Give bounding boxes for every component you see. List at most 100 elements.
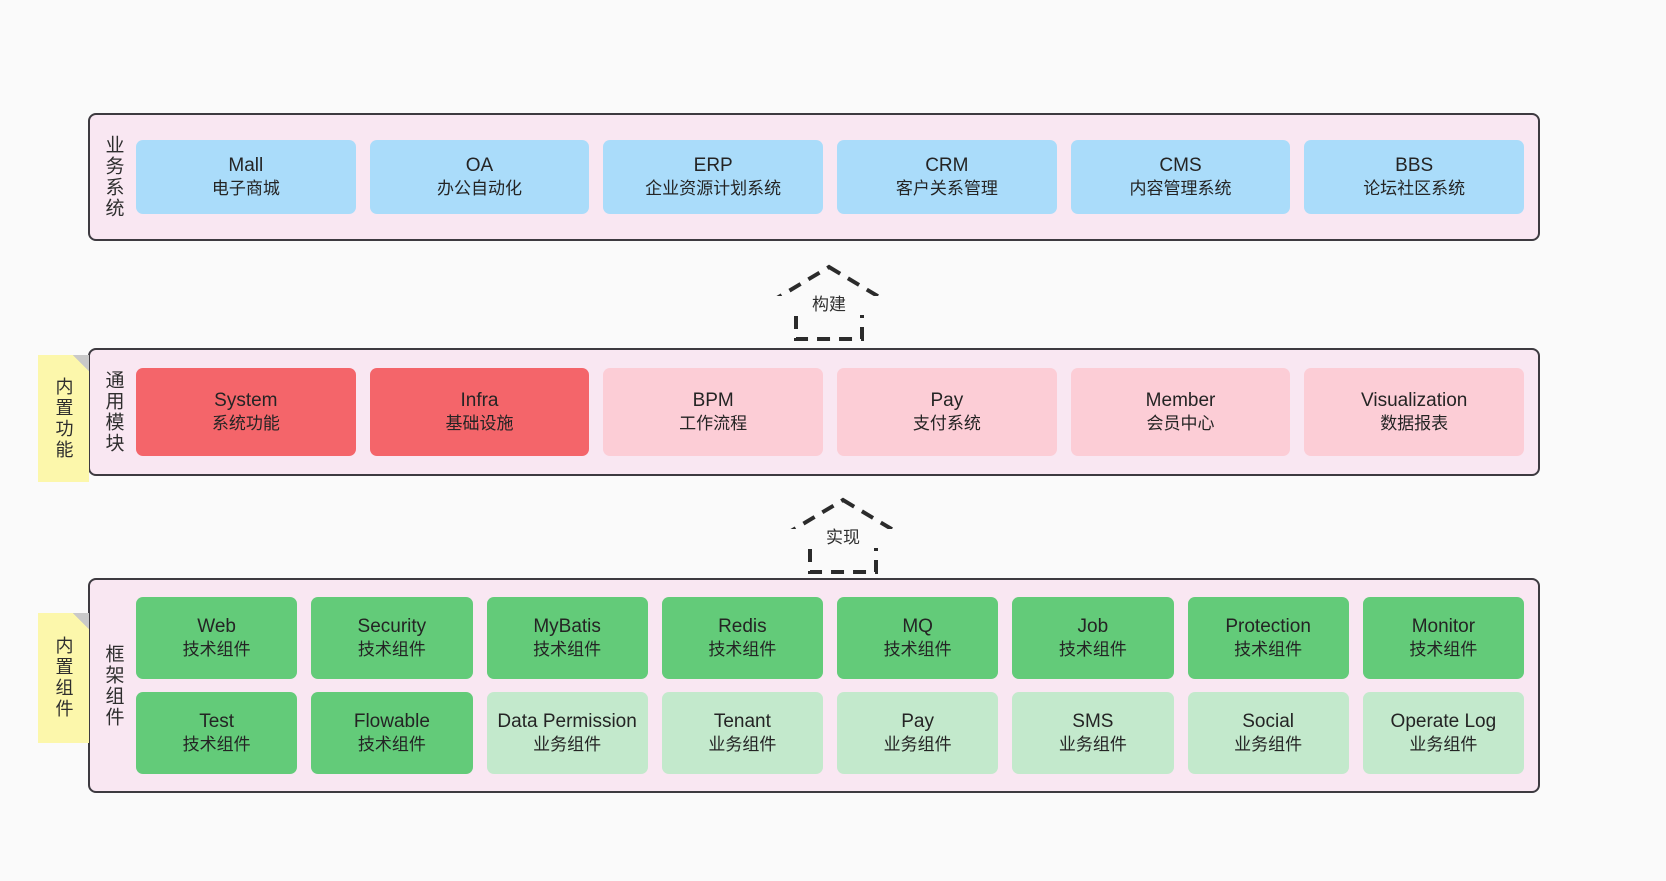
connector-build-arrow: 构建 xyxy=(754,263,904,341)
card-system[interactable]: System 系统功能 xyxy=(136,368,356,456)
card-title-en: Member xyxy=(1145,389,1216,411)
card-title-en: OA xyxy=(465,154,494,176)
card-title-cn: 技术组件 xyxy=(708,640,777,660)
sticky-note-builtin-functions: 内置功能 xyxy=(38,355,89,482)
card-title-en: CRM xyxy=(925,154,969,176)
card-title-cn: 支付系统 xyxy=(912,414,981,434)
card-tenant[interactable]: Tenant 业务组件 xyxy=(661,692,823,774)
card-bbs[interactable]: BBS 论坛社区系统 xyxy=(1304,140,1525,214)
card-test[interactable]: Test 技术组件 xyxy=(136,692,298,774)
card-pay-module[interactable]: Pay 支付系统 xyxy=(837,368,1057,456)
card-redis[interactable]: Redis 技术组件 xyxy=(661,597,823,679)
card-title-en: Social xyxy=(1242,710,1294,732)
card-title-en: Monitor xyxy=(1411,615,1476,637)
connector-build-label: 构建 xyxy=(758,296,900,315)
card-infra[interactable]: Infra 基础设施 xyxy=(369,368,590,456)
sticky-note-label: 内置组件 xyxy=(53,636,74,720)
card-mall[interactable]: Mall 电子商城 xyxy=(136,140,356,214)
framework-row-business: Test 技术组件 Flowable 技术组件 Data Permission … xyxy=(136,692,1524,774)
card-oa[interactable]: OA 办公自动化 xyxy=(369,140,590,214)
card-title-cn: 数据报表 xyxy=(1380,414,1449,434)
card-title-en: SMS xyxy=(1072,710,1114,732)
card-title-cn: 业务组件 xyxy=(533,735,602,755)
card-title-cn: 企业资源计划系统 xyxy=(645,179,782,199)
card-sms[interactable]: SMS 业务组件 xyxy=(1012,692,1174,774)
card-title-en: Security xyxy=(357,615,427,637)
layer-framework-components: 框架组件 Web 技术组件 Security 技术组件 MyBatis 技术组件… xyxy=(88,578,1540,793)
card-title-en: Test xyxy=(199,710,235,732)
card-pay-component[interactable]: Pay 业务组件 xyxy=(837,692,999,774)
card-mybatis[interactable]: MyBatis 技术组件 xyxy=(486,597,648,679)
card-job[interactable]: Job 技术组件 xyxy=(1012,597,1174,679)
card-title-cn: 业务组件 xyxy=(1058,735,1127,755)
card-title-cn: 技术组件 xyxy=(182,640,251,660)
card-social[interactable]: Social 业务组件 xyxy=(1187,692,1349,774)
card-flowable[interactable]: Flowable 技术组件 xyxy=(311,692,473,774)
layer-title-business: 业务系统 xyxy=(102,135,124,219)
card-title-en: CMS xyxy=(1159,154,1202,176)
card-title-en: MyBatis xyxy=(533,615,601,637)
card-title-en: Flowable xyxy=(353,710,430,732)
card-title-en: BBS xyxy=(1395,154,1434,176)
card-title-cn: 技术组件 xyxy=(357,735,426,755)
card-title-cn: 技术组件 xyxy=(883,640,952,660)
card-title-en: MQ xyxy=(902,615,933,637)
card-visualization[interactable]: Visualization 数据报表 xyxy=(1304,368,1525,456)
card-title-cn: 基础设施 xyxy=(445,414,514,434)
card-title-cn: 业务组件 xyxy=(1409,735,1478,755)
card-monitor[interactable]: Monitor 技术组件 xyxy=(1362,597,1524,679)
card-title-cn: 技术组件 xyxy=(1234,640,1303,660)
card-title-cn: 系统功能 xyxy=(211,414,280,434)
card-title-cn: 电子商城 xyxy=(211,179,280,199)
layer-business-systems: 业务系统 Mall 电子商城 OA 办公自动化 ERP 企业资源计划系统 CRM… xyxy=(88,113,1540,241)
card-title-en: Infra xyxy=(460,389,499,411)
card-title-en: System xyxy=(214,389,278,411)
card-data-permission[interactable]: Data Permission 业务组件 xyxy=(486,692,648,774)
card-title-cn: 办公自动化 xyxy=(437,179,522,199)
card-title-en: Pay xyxy=(901,710,934,732)
card-title-cn: 会员中心 xyxy=(1146,414,1215,434)
card-title-cn: 技术组件 xyxy=(533,640,602,660)
card-operate-log[interactable]: Operate Log 业务组件 xyxy=(1362,692,1524,774)
card-bpm[interactable]: BPM 工作流程 xyxy=(603,368,824,456)
card-title-en: Data Permission xyxy=(497,710,637,732)
card-protection[interactable]: Protection 技术组件 xyxy=(1187,597,1349,679)
card-mq[interactable]: MQ 技术组件 xyxy=(837,597,999,679)
card-title-en: ERP xyxy=(693,154,733,176)
card-title-en: Protection xyxy=(1225,615,1311,637)
sticky-note-label: 内置功能 xyxy=(53,376,74,461)
card-title-cn: 业务组件 xyxy=(1234,735,1303,755)
card-title-cn: 技术组件 xyxy=(1058,640,1127,660)
card-title-en: Web xyxy=(197,615,236,637)
connector-implement-arrow: 实现 xyxy=(768,496,918,574)
card-title-cn: 工作流程 xyxy=(679,414,748,434)
card-title-en: BPM xyxy=(692,389,734,411)
card-title-cn: 业务组件 xyxy=(883,735,952,755)
card-title-en: Job xyxy=(1077,615,1109,637)
card-title-cn: 客户关系管理 xyxy=(895,179,998,199)
layer-title-common: 通用模块 xyxy=(102,370,124,454)
layer-body-framework: Web 技术组件 Security 技术组件 MyBatis 技术组件 Redi… xyxy=(136,580,1538,791)
card-title-cn: 技术组件 xyxy=(182,735,251,755)
card-member[interactable]: Member 会员中心 xyxy=(1070,368,1291,456)
sticky-note-builtin-components: 内置组件 xyxy=(38,613,89,743)
card-title-cn: 内容管理系统 xyxy=(1129,179,1232,199)
layer-title-framework: 框架组件 xyxy=(102,643,124,728)
card-title-en: Mall xyxy=(228,154,264,176)
card-security[interactable]: Security 技术组件 xyxy=(311,597,473,679)
card-cms[interactable]: CMS 内容管理系统 xyxy=(1070,140,1291,214)
card-web[interactable]: Web 技术组件 xyxy=(136,597,298,679)
layer-body-common: System 系统功能 Infra 基础设施 BPM 工作流程 Pay 支付系统… xyxy=(136,350,1538,474)
card-title-en: Pay xyxy=(930,389,964,411)
layer-common-modules: 通用模块 System 系统功能 Infra 基础设施 BPM 工作流程 Pay… xyxy=(88,348,1540,476)
card-erp[interactable]: ERP 企业资源计划系统 xyxy=(603,140,824,214)
connector-implement-label: 实现 xyxy=(772,529,914,548)
card-title-cn: 技术组件 xyxy=(357,640,426,660)
card-title-cn: 业务组件 xyxy=(708,735,777,755)
card-title-en: Visualization xyxy=(1361,389,1468,411)
layer-body-business: Mall 电子商城 OA 办公自动化 ERP 企业资源计划系统 CRM 客户关系… xyxy=(136,115,1538,239)
framework-row-technical: Web 技术组件 Security 技术组件 MyBatis 技术组件 Redi… xyxy=(136,597,1524,679)
card-crm[interactable]: CRM 客户关系管理 xyxy=(837,140,1057,214)
card-title-en: Operate Log xyxy=(1390,710,1497,732)
